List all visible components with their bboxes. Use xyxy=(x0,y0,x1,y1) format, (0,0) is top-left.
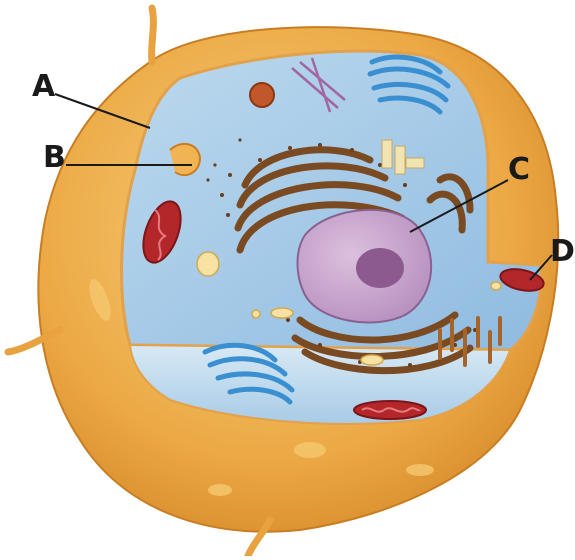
label-a: A xyxy=(32,72,55,102)
lysosome xyxy=(250,83,274,107)
label-d: D xyxy=(550,237,575,267)
nucleolus xyxy=(356,248,404,288)
label-b: B xyxy=(43,143,66,173)
projection xyxy=(152,8,154,62)
label-c: C xyxy=(508,155,530,185)
mitochondrion xyxy=(354,401,426,419)
